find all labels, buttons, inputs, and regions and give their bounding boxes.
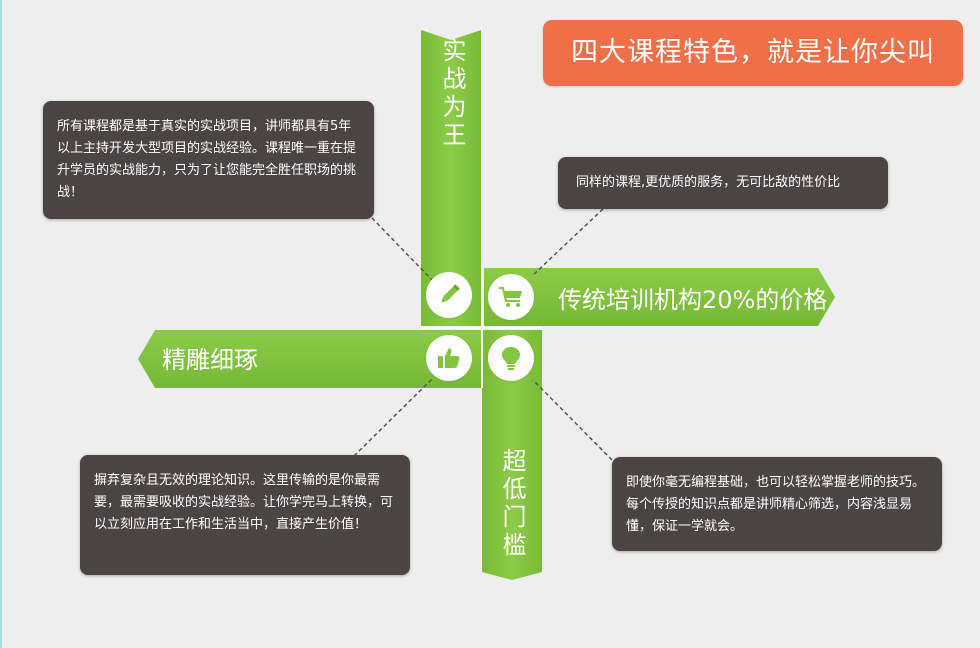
note-bottom-right: 即使你毫无编程基础，也可以轻松掌握老师的技巧。每个传授的知识点都是讲师精心筛选，… [612, 457, 942, 551]
note-top-right: 同样的课程,更优质的服务，无可比敌的性价比 [558, 157, 888, 209]
note-top-left: 所有课程都是基于真实的实战项目，讲师都具有5年以上主持开发大型项目的实战经验。课… [43, 101, 374, 219]
feature-label-left: 精雕细琢 [162, 346, 258, 374]
shopping-cart-icon [499, 287, 522, 307]
lightbulb-icon-circle [490, 337, 532, 379]
pencil-icon [441, 284, 460, 303]
left-edge-line [0, 0, 2, 648]
arm-right-shape [484, 268, 835, 326]
feature-label-top: 实战为王 [438, 38, 466, 150]
note-bottom-left: 摒弃复杂且无效的理论知识。这里传输的是你最需要，最需要吸收的实战经验。让你学完马… [80, 455, 410, 575]
lightbulb-icon [502, 347, 520, 370]
arm-bottom-shape [482, 330, 542, 580]
pencil-icon-circle [428, 274, 470, 316]
arm-top-shape [421, 30, 481, 326]
feature-label-right: 传统培训机构20%的价格 [558, 286, 828, 314]
feature-label-bottom: 超低门槛 [498, 448, 526, 560]
shopping-cart-icon-circle [490, 276, 532, 318]
page-title: 四大课程特色，就是让你尖叫 [543, 20, 963, 86]
thumbs-up-icon-circle [428, 337, 470, 379]
thumbs-up-icon [438, 348, 460, 368]
